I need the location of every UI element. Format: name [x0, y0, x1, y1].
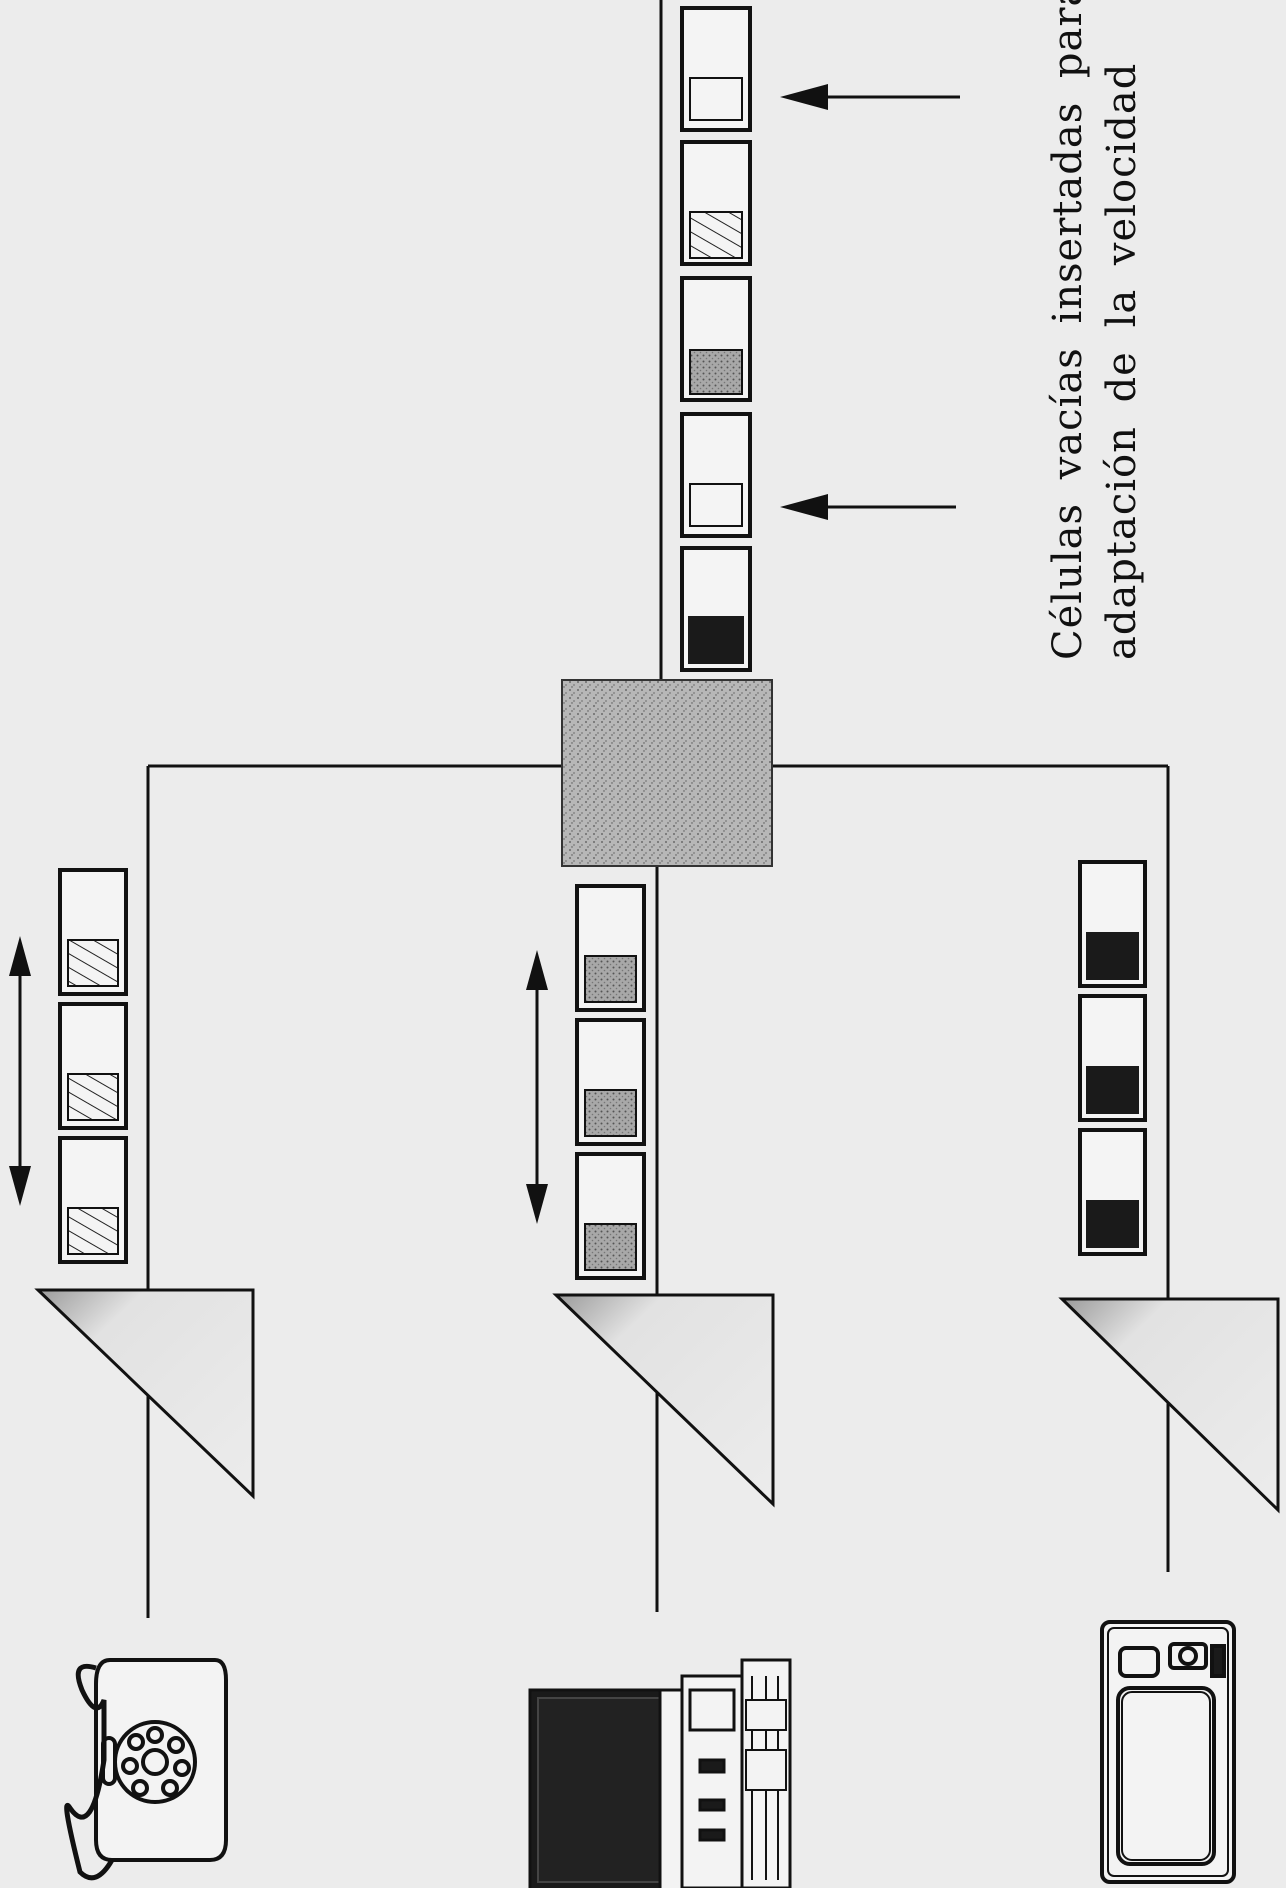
multiplexer-box: [561, 679, 773, 867]
trunk-cell-dark: [680, 546, 752, 672]
cell-television-3: [1078, 1128, 1147, 1256]
caption-line-2: adaptación de la velocidad: [1099, 62, 1145, 660]
trunk-cell-empty-2: [680, 412, 752, 538]
arrow-empty-cell-2: [780, 494, 956, 520]
trunk-cells: [680, 6, 752, 672]
arrow-empty-cell-1: [780, 84, 960, 110]
cell-computer-2: [575, 1018, 646, 1146]
television-icon: [1100, 1620, 1236, 1884]
caption-line-1: Células vacías insertadas para: [1045, 0, 1091, 660]
cell-television-2: [1078, 994, 1147, 1122]
cell-computer-3: [575, 1152, 646, 1280]
computer-icon: [528, 1658, 792, 1888]
double-arrow-computer: [526, 950, 548, 1224]
television-cells: [1078, 860, 1147, 1256]
telephone-icon: [64, 1658, 228, 1881]
cell-telephone-1: [58, 868, 128, 996]
cell-telephone-3: [58, 1136, 128, 1264]
double-arrow-telephone: [9, 936, 31, 1206]
trunk-cell-hatched: [680, 140, 752, 266]
adapter-triangle-telephone: [34, 1288, 255, 1500]
adapter-triangle-television: [1058, 1297, 1280, 1514]
trunk-cell-empty-1: [680, 6, 752, 132]
adapter-triangle-computer: [552, 1293, 775, 1508]
computer-cells: [575, 884, 646, 1280]
cell-telephone-2: [58, 1002, 128, 1130]
trunk-cell-stippled: [680, 276, 752, 402]
connection-lines: [146, 0, 1170, 1618]
cell-computer-1: [575, 884, 646, 1012]
cell-television-1: [1078, 860, 1147, 988]
telephone-cells: [58, 868, 128, 1264]
